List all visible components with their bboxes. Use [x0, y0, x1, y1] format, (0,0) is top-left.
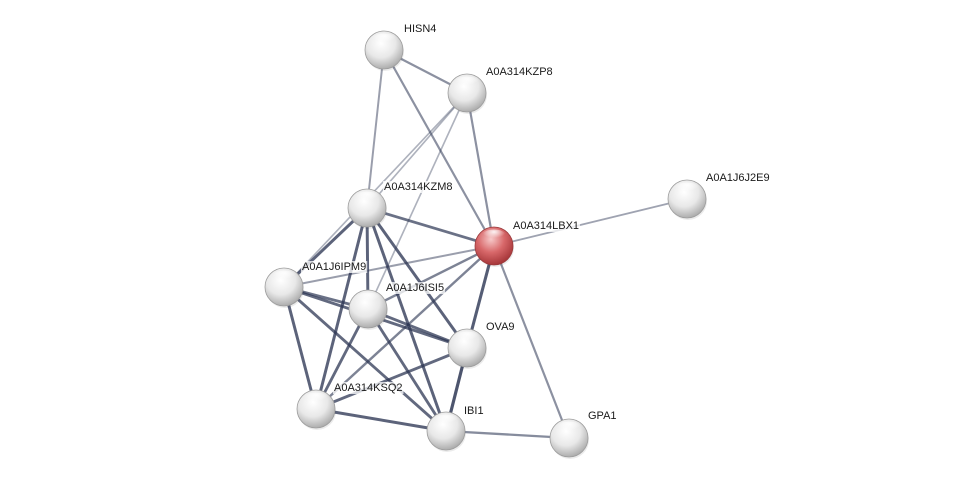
edge-a0a314lbx1-a0a1j6isi5[interactable]	[366, 244, 496, 311]
edges-layer	[282, 48, 688, 440]
edge-a0a314ksq2-ibi1[interactable]	[314, 407, 448, 433]
edge-ibi1-gpa1[interactable]	[444, 429, 571, 440]
node-a0a314kzp8[interactable]	[447, 73, 487, 114]
edge-a0a1j6isi5-ibi1[interactable]	[366, 307, 448, 433]
edge-a0a314kzm8-ibi1[interactable]	[365, 206, 448, 433]
node-a0a314kzm8[interactable]	[347, 188, 387, 229]
edge-a0a1j6ipm9-a0a314ksq2[interactable]	[282, 285, 318, 411]
edge-hisn4-a0a314kzm8[interactable]	[366, 49, 385, 209]
node-label-background	[463, 405, 485, 417]
node-label-gpa1: GPA1	[588, 410, 617, 422]
node-highlight	[355, 191, 379, 204]
node-highlight	[434, 414, 458, 427]
node-a0a1j6ipm9[interactable]	[264, 267, 304, 308]
node-ibi1[interactable]	[426, 411, 466, 452]
edge-a0a1j6ipm9-ibi1[interactable]	[282, 285, 448, 433]
node-highlight	[455, 331, 479, 344]
node-label-a0a1j6ipm9: A0A1J6IPM9	[302, 261, 366, 273]
node-label-ibi1: IBI1	[464, 405, 484, 417]
edge-a0a314kzp8-a0a1j6ipm9[interactable]	[283, 92, 468, 288]
nodes-layer	[264, 30, 707, 459]
node-label-background	[485, 321, 516, 333]
node-label-a0a1j6j2e9: A0A1J6J2E9	[706, 172, 770, 184]
node-label-background	[485, 66, 554, 78]
edge-a0a314kzp8-a0a1j6isi5[interactable]	[367, 92, 468, 310]
node-label-background	[705, 172, 771, 184]
node-highlight	[557, 421, 581, 434]
node-label-a0a1j6isi5: A0A1J6ISI5	[386, 282, 444, 294]
node-label-background	[587, 410, 618, 422]
node-a0a1j6j2e9[interactable]	[667, 179, 707, 220]
node-gpa1[interactable]	[549, 418, 589, 459]
node-label-a0a314kzm8: A0A314KZM8	[384, 181, 452, 193]
node-label-hisn4: HISN4	[404, 23, 436, 35]
node-hisn4[interactable]	[364, 30, 404, 71]
edge-a0a314kzm8-a0a314lbx1[interactable]	[365, 206, 496, 248]
edge-hisn4-a0a314lbx1[interactable]	[382, 48, 496, 248]
node-highlight	[675, 182, 699, 195]
edge-ova9-a0a314ksq2[interactable]	[314, 346, 469, 411]
node-label-background	[301, 261, 368, 273]
edge-a0a314lbx1-a0a1j6ipm9[interactable]	[283, 245, 495, 288]
edge-a0a314lbx1-gpa1[interactable]	[492, 244, 571, 440]
edge-a0a1j6j2e9-a0a314lbx1[interactable]	[493, 198, 688, 247]
edge-a0a314kzm8-a0a314ksq2[interactable]	[314, 206, 369, 411]
node-a0a1j6isi5[interactable]	[348, 289, 388, 330]
node-label-a0a314kzp8: A0A314KZP8	[486, 66, 553, 78]
node-highlight	[272, 270, 296, 283]
node-label-background	[383, 181, 454, 193]
node-label-a0a314lbx1: A0A314LBX1	[513, 220, 579, 232]
node-label-background	[333, 382, 404, 394]
node-highlight	[372, 33, 396, 46]
node-label-background	[385, 282, 446, 294]
node-a0a314ksq2[interactable]	[296, 389, 336, 430]
node-label-ova9: OVA9	[486, 321, 515, 333]
node-ova9[interactable]	[447, 328, 487, 369]
edge-a0a314kzp8-a0a314lbx1[interactable]	[465, 91, 496, 248]
node-label-background	[403, 23, 438, 35]
node-highlight	[455, 76, 479, 89]
node-highlight	[304, 392, 328, 405]
node-highlight	[482, 229, 506, 242]
node-highlight	[356, 292, 380, 305]
labels-layer: HISN4A0A314KZP8A0A1J6J2E9A0A314KZM8A0A31…	[301, 23, 771, 422]
node-label-background	[512, 220, 581, 232]
edge-a0a314kzm8-ova9[interactable]	[365, 206, 469, 350]
node-a0a314lbx1[interactable]	[474, 226, 514, 267]
node-label-a0a314ksq2: A0A314KSQ2	[334, 382, 403, 394]
